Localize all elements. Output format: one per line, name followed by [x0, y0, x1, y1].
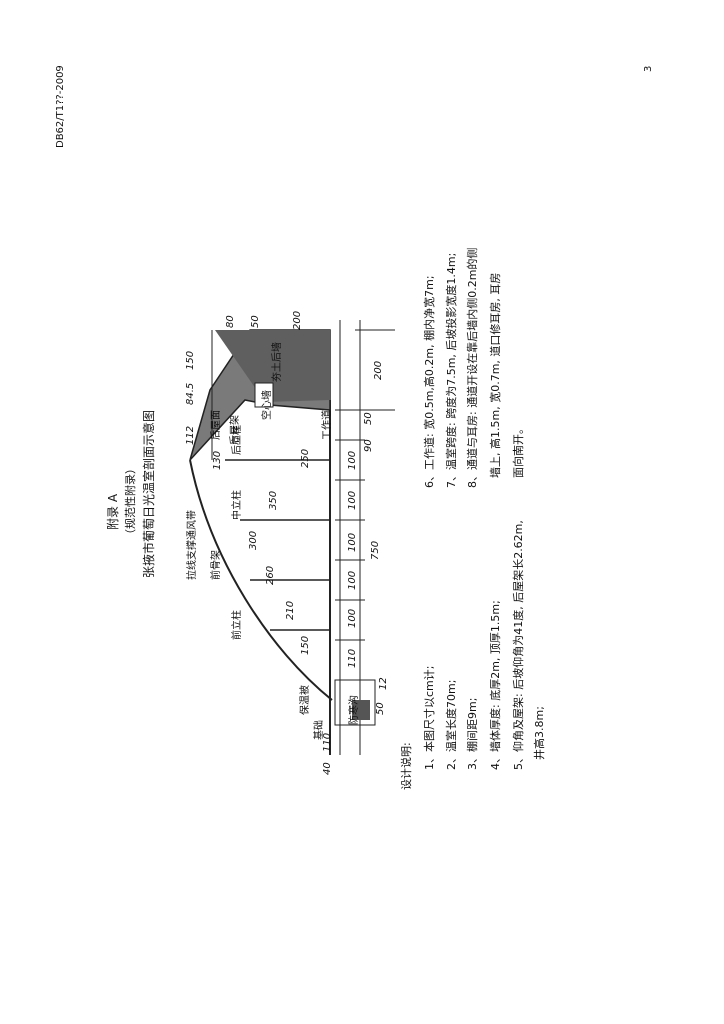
label-rear-wall: 夯土后墙 — [272, 342, 283, 382]
dim-40: 40 — [322, 762, 333, 775]
label-walkway: 工作道 — [322, 410, 333, 440]
dim-90: 90 — [363, 439, 374, 452]
dim-100-d: 100 — [347, 490, 358, 510]
dim-110-b: 110 — [347, 648, 358, 668]
dim-height-350: 350 — [268, 490, 279, 510]
design-note-8-cont2: 面向南开。 — [512, 423, 525, 478]
label-vent-arch: 拉线支撑通风带 — [187, 510, 198, 580]
dim-100-a: 100 — [347, 608, 358, 628]
dim-12: 12 — [378, 677, 389, 690]
dim-100-e: 100 — [347, 450, 358, 470]
label-rear-roof: 后屋面 — [211, 410, 222, 440]
design-note-5-cont: 井高3.8m; — [533, 706, 546, 760]
design-note-2: 2、温室长度70m; — [445, 679, 458, 770]
dim-height-210: 210 — [285, 600, 296, 620]
rear-wall-block — [215, 330, 330, 402]
dim-100-c: 100 — [347, 532, 358, 552]
label-mid-pillar: 中立柱 — [232, 490, 243, 520]
dim-height-150-top: 150 — [185, 350, 196, 370]
dim-rear-80: 80 — [225, 315, 236, 328]
front-roof-arch — [189, 459, 333, 701]
dim-50-bottom: 50 — [363, 412, 374, 425]
dim-height-300: 300 — [248, 530, 259, 550]
cold-trench — [334, 679, 376, 726]
dim-height-112: 112 — [185, 425, 196, 445]
dim-rear-50: 50 — [250, 315, 261, 328]
label-front-support: 前骨架 — [211, 550, 222, 580]
design-note-4: 4、墙体厚度: 底厚2m, 顶厚1.5m; — [489, 600, 502, 770]
dim-rear-200-right: 200 — [373, 360, 384, 380]
design-note-6: 6、工作道: 宽0.5m,高0.2m, 棚内净宽7m; — [423, 275, 436, 488]
design-note-8: 8、通道与耳房: 通道开设在靠后墙内侧0.2m的侧 — [466, 247, 479, 488]
dim-rear-200-top: 200 — [292, 310, 303, 330]
dim-50-side: 50 — [375, 702, 386, 715]
design-note-5: 5、仰角及屋架: 后坡仰角为41度, 后屋架长2.62m, — [512, 520, 525, 770]
label-foundation: 基础 — [314, 720, 325, 740]
label-insulation: 保温被 — [300, 685, 311, 715]
dim-height-150: 150 — [300, 635, 311, 655]
dim-height-84-5: 84.5 — [185, 382, 196, 405]
label-rear-frame: 后屋架 — [230, 415, 241, 445]
design-notes-heading: 设计说明: — [400, 742, 413, 790]
dim-750: 750 — [370, 540, 381, 560]
label-cold-trench: 防寒沟 — [349, 695, 360, 725]
dim-100-b: 100 — [347, 570, 358, 590]
design-note-7: 7、温室跨度: 跨度为7.5m, 后坡投影宽度1.4m; — [445, 252, 458, 488]
design-note-3: 3、棚间距9m; — [466, 697, 479, 770]
dim-height-130: 130 — [212, 450, 223, 470]
dim-height-260: 260 — [265, 565, 276, 585]
label-cavity: 空心墙 — [262, 390, 273, 420]
label-front-pillar: 前立柱 — [232, 610, 243, 640]
design-note-1: 1、本图尺寸以cm计; — [423, 665, 436, 770]
design-note-8-cont1: 墙上, 高1.5m, 宽0.7m, 道口修耳房, 耳房 — [489, 272, 502, 478]
dim-height-250: 250 — [300, 448, 311, 468]
